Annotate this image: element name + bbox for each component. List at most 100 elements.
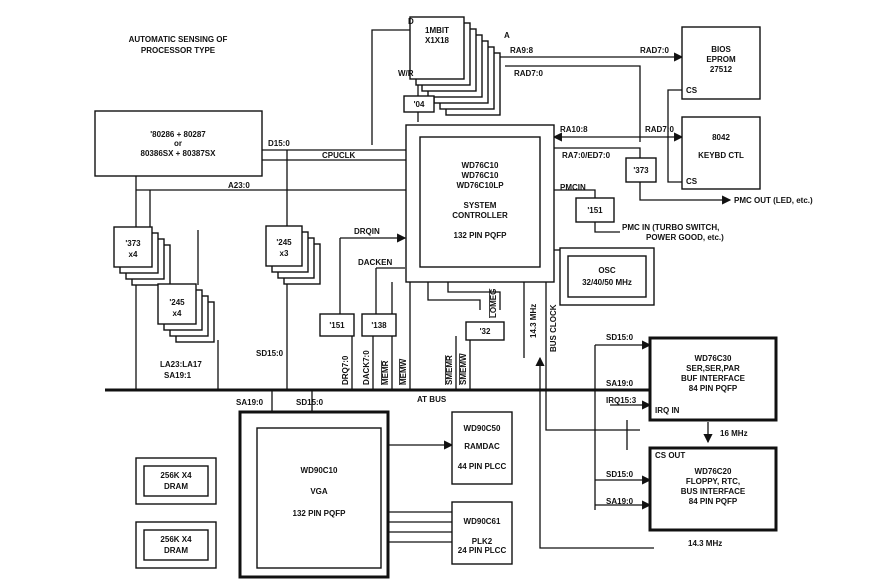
dram-1: 256K X4 DRAM xyxy=(135,457,217,505)
bios-label-2: EPROM xyxy=(706,55,736,64)
chip-151-a xyxy=(575,197,615,223)
signal-a230: A23:0 xyxy=(228,181,250,190)
chip-138 xyxy=(361,313,397,337)
signal-drq70: DRQ7:0 xyxy=(341,355,350,385)
signal-pmc-out: PMC OUT (LED, etc.) xyxy=(734,196,813,205)
cpu-block: '80286 + 80287 or 80386SX + 80387SX xyxy=(94,110,263,177)
signal-memw: MEMW xyxy=(399,358,408,385)
cpu-label-3: 80386SX + 80387SX xyxy=(141,149,217,158)
c20-label-4: 84 PIN PQFP xyxy=(689,497,738,506)
signal-irq153: IRQ15:3 xyxy=(606,396,637,405)
chip-151-b-label: '151 xyxy=(329,321,345,330)
buffer-04-box xyxy=(403,95,435,113)
vga-block: WD90C10 VGA 132 PIN PQFP xyxy=(238,410,390,579)
chip-151-a-label: '151 xyxy=(587,206,603,215)
keyboard-controller: 8042 KEYBD CTL CS xyxy=(681,116,761,190)
dram2-label-1: 256K X4 xyxy=(160,535,192,544)
c30-irq-label: IRQ IN xyxy=(655,406,680,415)
c20-label-3: BUS INTERFACE xyxy=(681,487,746,496)
ctrl-label-1: WD76C10 xyxy=(462,161,499,170)
signal-labels: D A W/R RA9:8 RAD7:0 RAD7:0 RA10:8 RAD7:… xyxy=(160,17,813,548)
signal-sd150-c30: SD15:0 xyxy=(606,333,634,342)
ctrl-label-3: WD76C10LP xyxy=(456,181,504,190)
vga-label-2: VGA xyxy=(310,487,328,496)
title-line-1: AUTOMATIC SENSING OF xyxy=(129,35,228,44)
oscillator: OSC 32/40/50 MHz xyxy=(559,247,655,306)
cpu-label-2: or xyxy=(174,139,182,148)
chip-32-label: '32 xyxy=(480,327,491,336)
latch-373-stack: '373 x4 xyxy=(113,226,171,286)
signal-143mhz-vertical: 14.3 MHz xyxy=(529,304,538,338)
osc-label-1: OSC xyxy=(598,266,616,275)
title-line-2: PROCESSOR TYPE xyxy=(141,46,216,55)
c30-label-2: SER,SER,PAR xyxy=(686,364,740,373)
c20-label-1: WD76C20 xyxy=(695,467,732,476)
at-bus-label: AT BUS xyxy=(417,395,447,404)
signal-sd150-left: SD15:0 xyxy=(256,349,284,358)
kbd-label-1: 8042 xyxy=(712,133,730,142)
dram1-label-1: 256K X4 xyxy=(160,471,192,480)
signal-sd150-vga: SD15:0 xyxy=(296,398,324,407)
signal-pmcin: PMCIN xyxy=(560,183,586,192)
signal-pmc-in-1: PMC IN (TURBO SWITCH, xyxy=(622,223,719,232)
signal-cpuclk: CPUCLK xyxy=(322,151,356,160)
signal-d150-cpu: D15:0 xyxy=(268,139,290,148)
plk-label-2: PLK2 xyxy=(472,537,493,546)
signal-d: D xyxy=(408,17,414,26)
xcvr-245-b-label-1: '245 xyxy=(169,298,185,307)
signal-dack70: DACK7:0 xyxy=(362,350,371,385)
xcvr-245-a-label-1: '245 xyxy=(276,238,292,247)
wd76c20-block: WD76C20 FLOPPY, RTC, BUS INTERFACE 84 PI… xyxy=(648,446,778,532)
plk-label-1: WD90C61 xyxy=(464,517,501,526)
xcvr-245-b-label-2: x4 xyxy=(173,309,182,318)
signal-bus-clock: BUS CLOCK xyxy=(549,304,558,352)
kbd-label-2: KEYBD CTL xyxy=(698,151,744,160)
signal-rad70-b: RAD7:0 xyxy=(640,46,669,55)
xcvr-245-x3-stack: '245 x3 xyxy=(265,225,321,285)
vga-label-1: WD90C10 xyxy=(301,466,338,475)
kbd-cs-label: CS xyxy=(686,177,698,186)
chip-151-b xyxy=(319,313,355,337)
memory-label-2: X1X18 xyxy=(425,36,450,45)
bios-label-1: BIOS xyxy=(711,45,731,54)
c20-label-2: FLOPPY, RTC, xyxy=(686,477,740,486)
ramdac-label-2: RAMDAC xyxy=(464,442,500,451)
plk2-block: WD90C61 PLK2 24 PIN PLCC xyxy=(451,501,513,565)
latch-373-b-label: '373 xyxy=(633,166,649,175)
osc-label-2: 32/40/50 MHz xyxy=(582,278,632,287)
latch-373-b xyxy=(625,157,657,183)
signal-lomeg: LOMEG xyxy=(489,289,498,318)
signal-smemr: SMEMR xyxy=(445,355,454,385)
c30-label-4: 84 PIN PQFP xyxy=(689,384,738,393)
signal-sa190-c20: SA19:0 xyxy=(606,497,634,506)
diagram-title: AUTOMATIC SENSING OF PROCESSOR TYPE xyxy=(129,35,228,55)
ramdac-label-3: 44 PIN PLCC xyxy=(458,462,507,471)
signal-smemw: SMEMW xyxy=(459,353,468,385)
ctrl-label-6: CONTROLLER xyxy=(452,211,508,220)
vga-label-3: 132 PIN PQFP xyxy=(293,509,347,518)
signal-ra70ed: RA7:0/ED7:0 xyxy=(562,151,611,160)
signal-ra108: RA10:8 xyxy=(560,125,588,134)
signal-143mhz-bottom: 14.3 MHz xyxy=(688,539,722,548)
chip-138-label: '138 xyxy=(371,321,387,330)
system-controller: WD76C10 WD76C10 WD76C10LP SYSTEM CONTROL… xyxy=(405,124,555,283)
c30-label-3: BUF INTERFACE xyxy=(681,374,746,383)
c20-cs-label: CS OUT xyxy=(655,451,685,460)
signal-rad70-c: RAD7:0 xyxy=(645,125,674,134)
signal-a: A xyxy=(504,31,510,40)
plk-label-3: 24 PIN PLCC xyxy=(458,546,507,555)
c30-label-1: WD76C30 xyxy=(695,354,732,363)
bios-label-3: 27512 xyxy=(710,65,733,74)
latch-373-a-label-2: x4 xyxy=(129,250,138,259)
signal-la-1: LA23:LA17 xyxy=(160,360,202,369)
bios-cs-label: CS xyxy=(686,86,698,95)
chip-32 xyxy=(465,321,505,341)
signal-sa190-c30: SA19:0 xyxy=(606,379,634,388)
dram2-label-2: DRAM xyxy=(164,546,188,555)
buffer-04-label: '04 xyxy=(414,100,425,109)
xcvr-245-a-label-2: x3 xyxy=(280,249,289,258)
signal-memr: MEMR xyxy=(381,360,390,385)
signal-16mhz: 16 MHz xyxy=(720,429,748,438)
signal-sd150-c20: SD15:0 xyxy=(606,470,634,479)
cpu-label-1: '80286 + 80287 xyxy=(150,130,206,139)
